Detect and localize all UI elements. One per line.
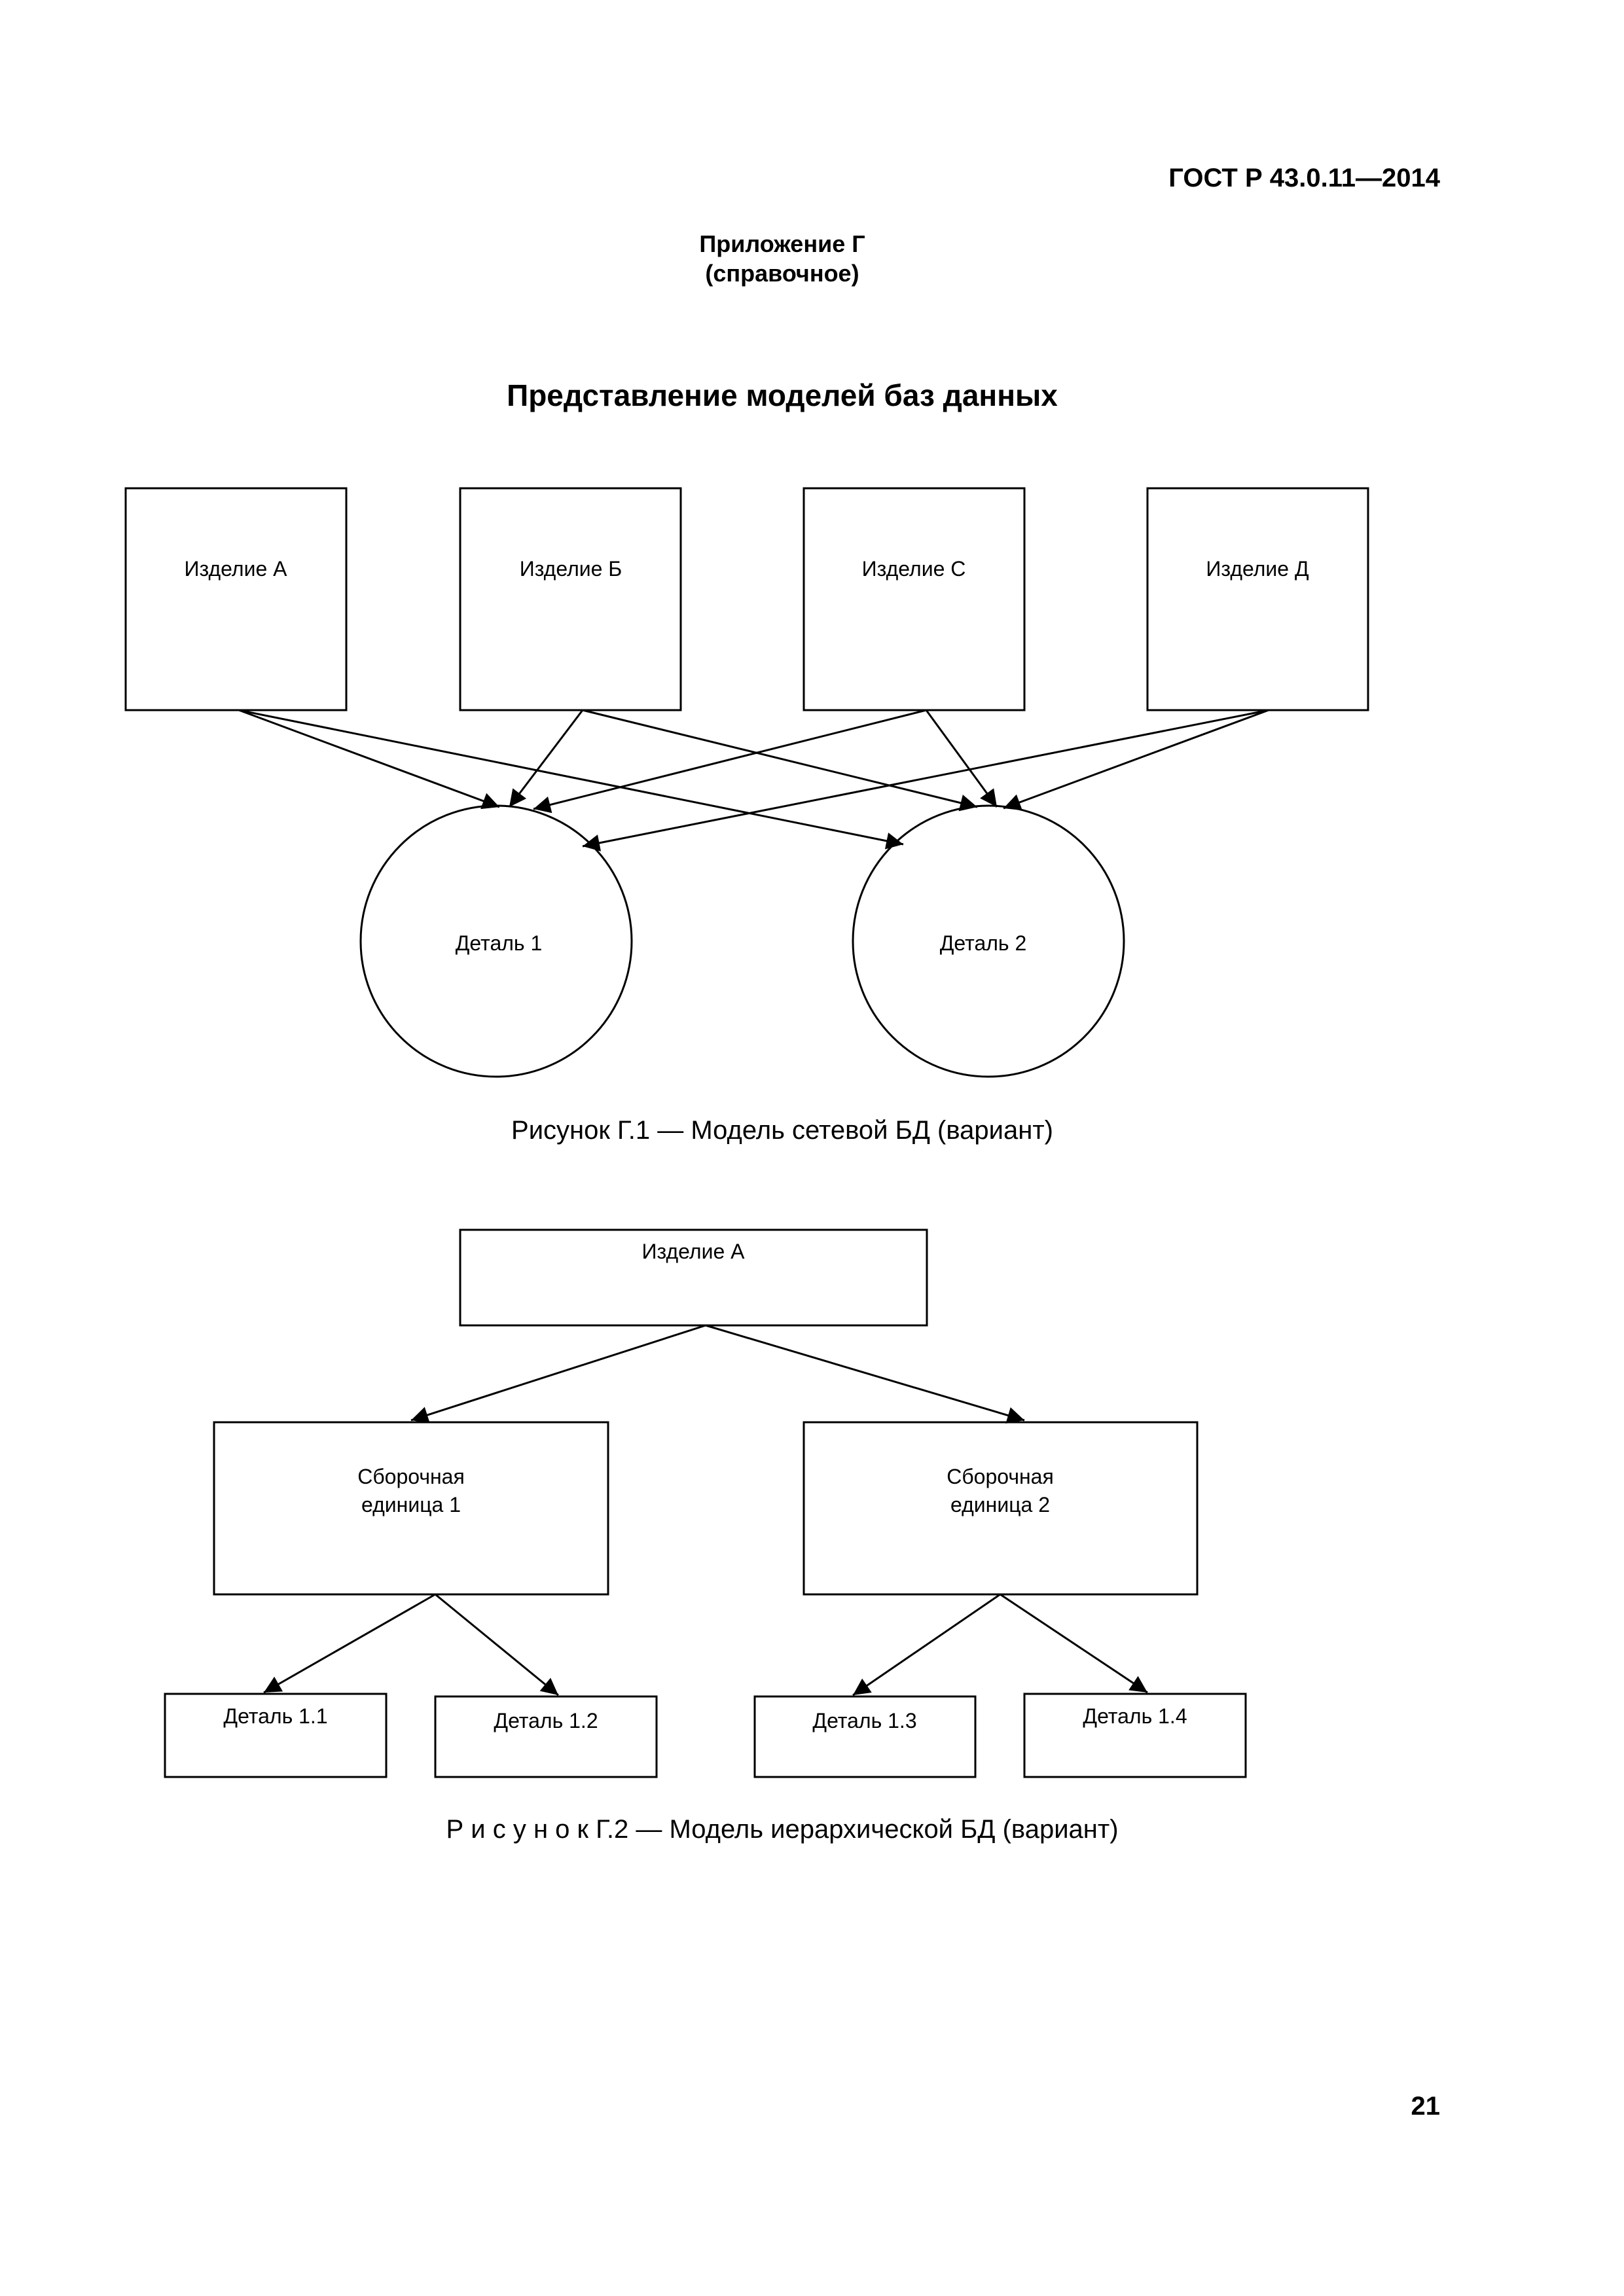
product-box-c xyxy=(803,487,1026,711)
arrow-d-to-detail-1 xyxy=(582,709,1269,852)
arrow-a-to-detail-2 xyxy=(238,709,904,850)
arrow-assembly-2-to-detail-1-4 xyxy=(1000,1593,1148,1694)
assembly-label-2-line2: единица 2 xyxy=(950,1493,1050,1516)
detail-box-1-3 xyxy=(753,1695,977,1778)
arrow-root-to-assembly-1 xyxy=(410,1324,706,1424)
detail-label-1: Деталь 1 xyxy=(456,931,543,955)
product-label-a: Изделие А xyxy=(185,557,288,581)
network-model-diagram xyxy=(124,487,1369,1078)
product-box-b xyxy=(459,487,682,711)
product-label-b: Изделие Б xyxy=(520,557,623,581)
annex-heading: Приложение Г (справочное) xyxy=(0,229,1564,288)
page-number: 21 xyxy=(1411,2092,1441,2121)
detail-label-1-1: Деталь 1.1 xyxy=(223,1704,327,1728)
figure-2-caption-rest: Г.2 — Модель иерархической БД (вариант) xyxy=(588,1815,1119,1844)
detail-box-1-2 xyxy=(434,1695,658,1778)
arrow-b-to-detail-1 xyxy=(508,709,584,808)
product-box-d xyxy=(1146,487,1369,711)
annex-type: (справочное) xyxy=(705,260,859,287)
product-label-d: Изделие Д xyxy=(1206,557,1309,581)
arrow-assembly-1-to-detail-1-1 xyxy=(263,1593,436,1694)
detail-label-1-2: Деталь 1.2 xyxy=(494,1709,598,1732)
assembly-label-2-line1: Сборочная xyxy=(947,1465,1054,1488)
arrow-root-to-assembly-2 xyxy=(705,1324,1025,1424)
detail-label-2: Деталь 2 xyxy=(940,931,1027,955)
standard-code: ГОСТ Р 43.0.11—2014 xyxy=(1168,164,1440,192)
root-product-box xyxy=(459,1229,928,1327)
detail-label-1-4: Деталь 1.4 xyxy=(1083,1704,1187,1728)
arrow-assembly-1-to-detail-1-2 xyxy=(435,1593,559,1696)
product-label-c: Изделие С xyxy=(862,557,966,581)
detail-box-1-1 xyxy=(164,1693,388,1778)
arrow-a-to-detail-1 xyxy=(238,709,500,810)
assembly-label-1-line2: единица 1 xyxy=(361,1493,461,1516)
section-title: Представление моделей баз данных xyxy=(507,378,1058,412)
arrow-c-to-detail-2 xyxy=(925,709,998,808)
assembly-label-1-line1: Сборочная xyxy=(357,1465,465,1488)
figure-2-caption: Р и с у н о к Г.2 — Модель иерархической… xyxy=(0,1815,1564,1844)
detail-label-1-3: Деталь 1.3 xyxy=(812,1709,916,1732)
figure-2-caption-lead: Р и с у н о к xyxy=(446,1815,589,1844)
annex-title: Приложение Г xyxy=(699,230,865,257)
hierarchical-model-labels: Изделие А Сборочная единица 1 Сборочная … xyxy=(223,1240,1187,1732)
arrow-d-to-detail-2 xyxy=(1003,709,1269,811)
product-box-a xyxy=(124,487,348,711)
detail-box-1-4 xyxy=(1023,1693,1247,1778)
network-model-labels: Изделие А Изделие Б Изделие С Изделие Д … xyxy=(185,557,1309,955)
hierarchical-model-diagram xyxy=(164,1229,1247,1778)
figure-1-caption: Рисунок Г.1 — Модель сетевой БД (вариант… xyxy=(511,1116,1053,1145)
root-product-label: Изделие А xyxy=(642,1240,746,1263)
arrow-assembly-2-to-detail-1-3 xyxy=(852,1593,1001,1696)
arrow-c-to-detail-1 xyxy=(533,709,927,814)
arrow-b-to-detail-2 xyxy=(582,709,978,812)
